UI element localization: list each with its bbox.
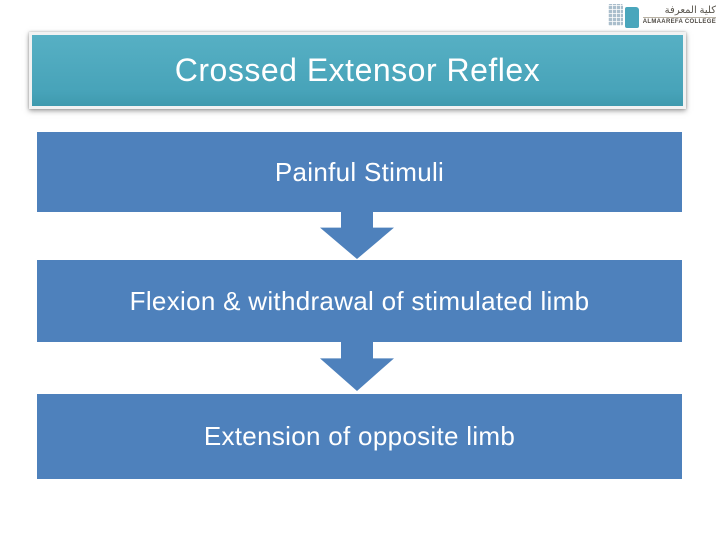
flow-step: Extension of opposite limb [37,394,682,479]
flow-step-label: Extension of opposite limb [203,421,516,451]
flow-step-label: Painful Stimuli [274,156,445,187]
slide-title-bar: Crossed Extensor Reflex [29,32,686,109]
logo-building-shape [607,4,623,26]
flow-step-label: Flexion & withdrawal of stimulated limb [129,285,590,316]
down-arrow-icon [320,212,394,259]
logo-arabic-name: كلية المعرفة [664,4,716,16]
slide-title: Crossed Extensor Reflex [174,52,541,88]
flow-step: Flexion & withdrawal of stimulated limb [37,260,682,342]
logo-english-name: ALMAAREFA COLLEGE [642,17,716,26]
college-books-icon [607,3,639,28]
college-logo: كلية المعرفة ALMAAREFA COLLEGE [607,3,716,28]
flow-step: Painful Stimuli [37,132,682,212]
down-arrow-icon [320,342,394,391]
logo-text: كلية المعرفة ALMAAREFA COLLEGE [642,4,716,26]
logo-book-shape [624,7,639,28]
